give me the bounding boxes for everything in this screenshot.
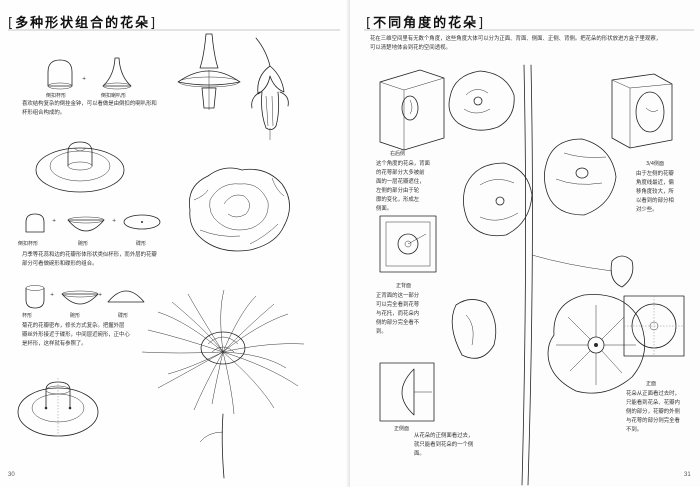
inverted-cup-shape-2: [25, 213, 45, 233]
para1-line1: 喜欢结构复杂的倒挂金钟，可以看做是由倒扣的喇叭形和: [22, 101, 157, 107]
view-desc-back: 正背面的这一部分 可以完全看到花萼 与花托，而花朵内 侧的部分完全看不 到。: [376, 292, 446, 337]
view-desc-side: 从花朵的正侧面看过去， 就只能看到花朵的一个侧 面。: [414, 432, 494, 459]
shape-label-inverted-cup-2: 倒扣杯形: [18, 241, 39, 247]
back-line3: 与花托，而花朵内: [376, 311, 420, 317]
front-line4: 与花萼的部分则完全看: [626, 418, 680, 424]
dish-shape-2: [107, 290, 145, 303]
front-line1: 花朵从正面看过去时，: [626, 391, 680, 397]
paragraph-chrysanthemum: 菊花的花瓣密布，修长方式复杂。把握外层 瓣丝外形接近于碟形，中间层近碗形，正中心…: [22, 322, 152, 349]
left-title-text: 多种形状组合的花朵: [15, 16, 151, 31]
rose-geometric-sketch: [35, 141, 125, 193]
front-line5: 不到。: [626, 427, 643, 433]
view-name-side: 正侧面: [394, 426, 410, 432]
bowl-shape-2: [61, 290, 99, 305]
shape-label-bowl-1: 碗形: [78, 241, 89, 247]
paragraph-rose: 月季等花蕊和边的花瓣形体形状类似杯形，而外层的花瓣 部分可看做碗形和碟形的组合。: [22, 251, 187, 269]
dish-shape-1: [123, 214, 161, 230]
view-desc-right-rear: 这个角度的花朵，背面 的花萼部分大多被前 面的一层花瓣遮住， 左侧的部分由于轮 …: [376, 160, 446, 214]
plus-sign-4: +: [50, 292, 55, 298]
back-line1: 正背面的这一部分: [376, 293, 420, 299]
bowl-shape-1: [67, 216, 105, 232]
intro-line2: 可以清楚地体会到花的空间透视。: [370, 45, 451, 51]
three-quarter-line4: 以看到的部分相: [636, 198, 674, 204]
right-title-text: 不同角度的花朵: [373, 16, 479, 31]
cup-shape: [25, 285, 45, 309]
view-desc-three-quarter: 由于左侧的花瓣 角度线最近，偏 移角度较大，所 以看到的部分相 对少些。: [636, 170, 696, 215]
para3-line2: 瓣丝外形接近于碟形，中间层近碗形，正中心: [22, 332, 130, 338]
inverted-cup-shape-1: [47, 59, 73, 90]
para1-line2: 杯形组合构成的。: [22, 110, 66, 116]
right-page-title: [不同角度的花朵]: [366, 16, 486, 31]
shape-label-dish-2: 碟形: [118, 313, 129, 319]
view-name-back: 正背面: [396, 283, 412, 289]
three-quarter-line3: 移角度较大，所: [636, 189, 674, 195]
rose-flower-sketch: [189, 167, 290, 252]
plus-sign-2: +: [52, 218, 57, 224]
left-page-number: 30: [8, 472, 15, 478]
shape-label-bowl-2: 碗形: [70, 313, 81, 319]
left-title-rule: [8, 29, 340, 31]
front-line3: 侧的部分，花瓣的外侧: [626, 409, 680, 415]
right-intro-paragraph: 花在三维空间里有无数个角度，这些角度大体可以分为正面、背面、侧面、正侧、背侧。把…: [370, 35, 690, 53]
paragraph-fuchsia: 喜欢结构复杂的倒挂金钟，可以看做是由倒扣的喇叭形和 杯形组合构成的。: [22, 100, 182, 118]
plus-sign-5: +: [98, 292, 103, 298]
front-line2: 只能看到花朵、花瓣内: [626, 400, 680, 406]
hollyhock-sketch: [448, 64, 646, 486]
para2-line1: 月季等花蕊和边的花瓣形体形状类似杯形，而外层的花瓣: [22, 252, 157, 258]
plus-sign-3: +: [112, 218, 117, 224]
three-quarter-line2: 角度线最近，偏: [636, 180, 674, 186]
chrysanthemum-geometric-sketch: [17, 378, 99, 438]
right-rear-line3: 面的一层花瓣遮住，: [376, 179, 425, 185]
back-line4: 侧的部分完全看不: [376, 320, 420, 326]
side-line1: 从花朵的正侧面看过去，: [414, 433, 474, 439]
three-quarter-line5: 对少些。: [636, 207, 658, 213]
inverted-trumpet-shape: [102, 57, 132, 90]
view-desc-front: 花朵从正面看过去时， 只能看到花朵、花瓣内 侧的部分，花瓣的外侧 与花萼的部分则…: [626, 390, 692, 435]
right-rear-line4: 左侧的部分由于轮: [376, 188, 420, 194]
shape-label-inverted-trumpet: 倒扣喇叭形: [101, 93, 127, 99]
box-diagram-back: [379, 215, 437, 273]
shape-label-dish-1: 碟形: [136, 241, 147, 247]
left-page-title: [多种形状组合的花朵]: [8, 16, 158, 31]
box-diagram-front: [623, 295, 685, 357]
box-diagram-right-rear: [379, 69, 445, 151]
box-diagram-side: [379, 362, 435, 422]
shape-label-inverted-cup: 倒扣杯形: [46, 93, 67, 99]
para3-line1: 菊花的花瓣密布，修长方式复杂。把握外层: [22, 323, 125, 329]
plus-sign-1: +: [82, 76, 87, 82]
right-rear-line1: 这个角度的花朵，背面: [376, 161, 430, 167]
shape-label-cup: 杯形: [22, 313, 33, 319]
back-line2: 可以完全看到花萼: [376, 302, 420, 308]
fuchsia-flower-sketch: [251, 37, 289, 140]
back-line5: 到。: [376, 329, 387, 335]
right-rear-line5: 廓的变化，形成左: [376, 197, 420, 203]
view-name-front: 正面: [646, 381, 657, 387]
view-name-three-quarter: 3/4侧面: [646, 161, 665, 167]
right-page-number: 31: [684, 472, 691, 478]
left-page: [多种形状组合的花朵] + 倒扣杯形 倒扣喇叭形 喜欢结构复杂的倒挂金钟，可以看…: [8, 16, 340, 479]
fuchsia-geometric-sketch: [177, 33, 241, 110]
right-rear-line6: 侧面。: [376, 206, 393, 212]
right-title-rule: [364, 29, 694, 31]
three-quarter-line1: 由于左侧的花瓣: [636, 171, 674, 177]
right-page: [不同角度的花朵] 花在三维空间里有无数个角度，这些角度大体可以分为正面、背面、…: [350, 0, 700, 487]
right-rear-line2: 的花萼部分大多被前: [376, 170, 425, 176]
para3-line3: 是杯形，这样就有参照了。: [22, 341, 87, 347]
side-line3: 面。: [414, 451, 425, 457]
chrysanthemum-flower-sketch: [141, 289, 305, 479]
view-name-right-rear: 右后侧: [390, 151, 406, 157]
para2-line2: 部分可看做碗形和碟形的组合。: [22, 261, 98, 267]
intro-line1: 花在三维空间里有无数个角度，这些角度大体可以分为正面、背面、侧面、正侧、背侧。把…: [370, 36, 662, 42]
side-line2: 就只能看到花朵的一个侧: [414, 442, 474, 448]
box-diagram-three-quarter: [611, 73, 673, 149]
